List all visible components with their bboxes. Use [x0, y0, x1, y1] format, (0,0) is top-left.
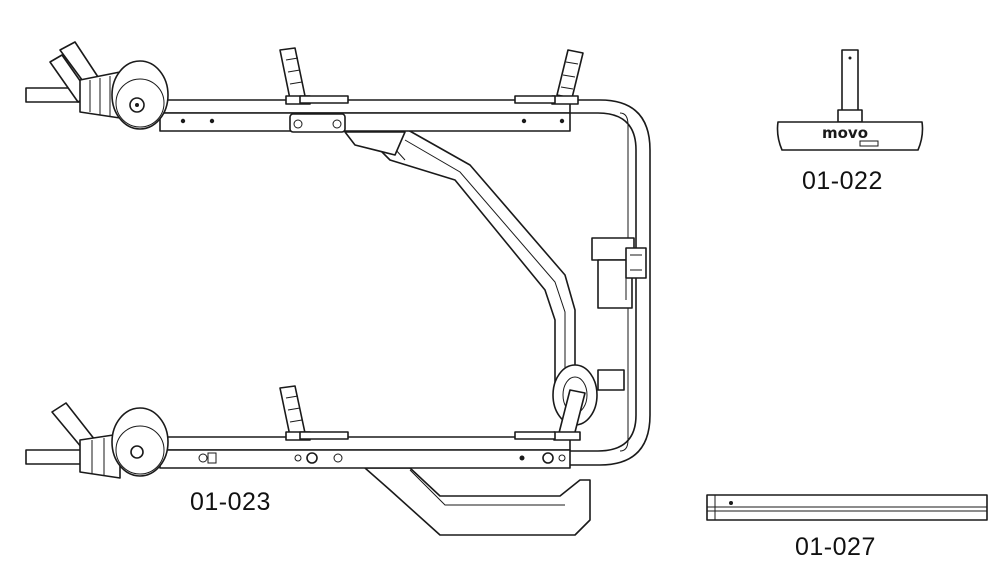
- bottom-tube: [159, 436, 571, 451]
- bottom-ratchet-post-2: [553, 389, 586, 441]
- pad-base: [776, 121, 924, 151]
- top-ratchet-post-2: [551, 49, 584, 105]
- pad-logo: movo: [822, 124, 868, 142]
- top-clamp-bracket: [289, 113, 346, 133]
- bottom-left-cradle: [25, 402, 169, 479]
- top-left-cradle: [25, 41, 169, 130]
- rear-loop-outer: [559, 99, 651, 466]
- hitch-mount: [591, 237, 647, 391]
- lower-diagonal-brace: [364, 467, 591, 536]
- pad-part-number: 01-022: [802, 167, 883, 195]
- diagonal-tube: [359, 129, 576, 396]
- top-tube: [159, 99, 571, 114]
- pad-part: movo: [776, 49, 924, 151]
- frame-part-number: 01-023: [190, 488, 271, 516]
- frame-assembly: [25, 41, 651, 536]
- bar-part: [706, 494, 988, 521]
- bar-part-number: 01-027: [795, 533, 876, 561]
